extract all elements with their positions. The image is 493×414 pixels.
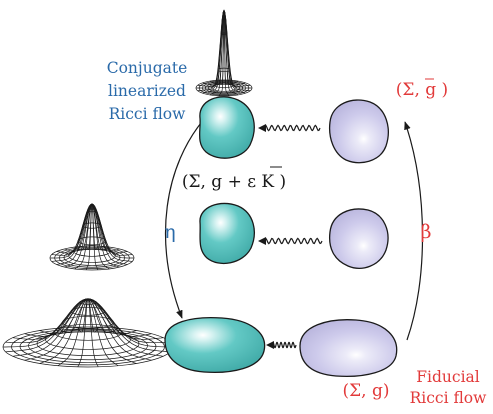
beta-label: β [421, 221, 432, 243]
wide-peak-mesh-spoke [87, 298, 119, 334]
wavy-top-head [258, 124, 266, 132]
wavy-top-squiggle [263, 124, 321, 132]
medium-peak-mesh-spoke [91, 203, 110, 251]
wide-peak-mesh-spoke [12, 298, 89, 357]
conjugate-label-line2: linearized [108, 82, 186, 100]
conjugate-label-line3: Ricci flow [109, 105, 187, 123]
wavy-arrow-bottom-icon [266, 341, 297, 349]
wavy-arrow-middle-icon [258, 237, 323, 245]
beta-flow-arrow [404, 121, 424, 341]
wide-peak-mesh-spoke [87, 298, 171, 344]
wide-peak-mesh-spoke [12, 298, 89, 340]
wavy-bot-squiggle [271, 341, 297, 349]
wide-peak-mesh-spoke [5, 298, 89, 353]
conjugate-blob-top [198, 96, 255, 159]
wavy-mid-squiggle [263, 237, 323, 245]
wide-peak-mesh-spoke [77, 298, 89, 333]
medium-peak-mesh-spoke [91, 203, 99, 250]
wide-peak-mesh-spoke [77, 298, 89, 367]
wide-peak-wireframe-icon [2, 298, 174, 368]
tall-peak-mesh-spoke [223, 9, 246, 86]
tall-peak-mesh-spoke [218, 9, 225, 85]
sigma-g-label: (Σ, g) [343, 381, 390, 401]
eta-label: η [164, 221, 175, 243]
fiducial-blob-middle [328, 208, 389, 269]
wide-peak-mesh-spoke [87, 298, 99, 333]
tall-peak-mesh-spoke [223, 9, 251, 87]
medium-peak-mesh-spoke [91, 203, 133, 256]
wide-peak-mesh-spoke [87, 298, 137, 364]
fiducial-blob-top [328, 99, 389, 164]
wide-peak-mesh-ring [36, 331, 140, 357]
wide-peak-mesh-spoke [88, 298, 152, 337]
tall-peak-mesh-spoke [223, 9, 239, 86]
medium-peak-wireframe-icon [49, 203, 135, 271]
medium-peak-mesh-spoke [74, 203, 93, 270]
wide-peak-mesh-spoke [57, 298, 89, 366]
wavy-arrow-top-icon [258, 124, 321, 132]
medium-peak-mesh-spoke [91, 203, 110, 270]
wide-peak-mesh-spoke [39, 298, 89, 335]
wide-peak-mesh-spoke [24, 298, 88, 337]
fiducial-label-line1: Fiducial [416, 368, 479, 386]
wide-peak-mesh-spoke [57, 298, 89, 334]
tall-peak-wireframe-icon [195, 9, 253, 97]
conjugate-blob-middle [199, 202, 255, 265]
wide-peak-mesh-spoke [87, 298, 137, 335]
eta-flow-arrow [165, 117, 206, 319]
wide-peak-mesh-spoke [87, 298, 99, 367]
sigma-gbar-label: (Σ, g ) [396, 80, 448, 100]
medium-peak-mesh-spoke [74, 203, 93, 251]
fiducial-label-line2: Ricci flow [410, 389, 488, 407]
medium-peak-mesh-spoke [56, 203, 93, 265]
medium-peak-mesh-spoke [64, 203, 93, 268]
wavy-bot-head [266, 341, 274, 349]
medium-peak-mesh-spoke [91, 203, 128, 265]
tall-peak-mesh-spoke [202, 9, 225, 86]
medium-peak-mesh-spoke [91, 203, 120, 268]
wide-peak-mesh-spoke [87, 298, 171, 353]
wide-peak-mesh-spoke [39, 298, 89, 364]
conjugate-blob-bottom [164, 316, 266, 374]
tall-peak-mesh-spoke [197, 9, 225, 87]
wavy-mid-head [258, 237, 266, 245]
tall-peak-mesh-spoke [209, 9, 225, 86]
medium-peak-mesh-spoke [85, 203, 93, 250]
wide-peak-mesh-ring [19, 330, 157, 363]
medium-peak-mesh-spoke [91, 203, 120, 252]
wide-peak-mesh-spoke [87, 298, 164, 357]
medium-peak-mesh-spoke [56, 203, 93, 254]
conjugate-label-line1: Conjugate [107, 59, 188, 77]
fiducial-blob-bottom [299, 319, 398, 378]
sigma-g-epsk-label: (Σ, g + ε K ) [182, 172, 286, 192]
wide-peak-mesh-spoke [87, 298, 119, 366]
medium-peak-mesh-spoke [91, 203, 128, 254]
